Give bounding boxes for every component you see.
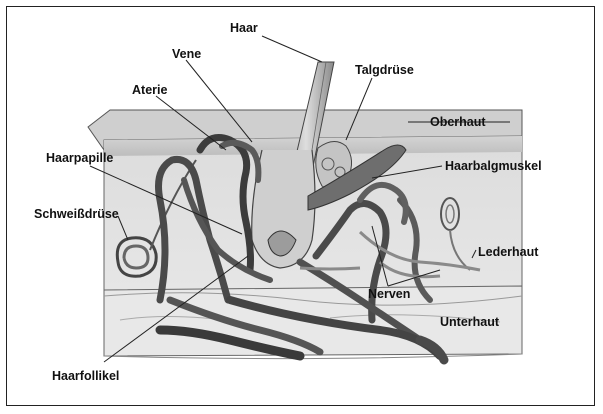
label-aterie: Aterie xyxy=(132,83,167,97)
label-nerven: Nerven xyxy=(368,287,410,301)
label-unterhaut: Unterhaut xyxy=(440,315,500,329)
label-haar: Haar xyxy=(230,21,258,35)
label-haarbalgmuskel: Haarbalgmuskel xyxy=(445,159,542,173)
label-haarpapille: Haarpapille xyxy=(46,151,113,165)
label-oberhaut: Oberhaut xyxy=(430,115,486,129)
label-vene: Vene xyxy=(172,47,201,61)
label-haarfollikel: Haarfollikel xyxy=(52,369,119,383)
label-talgdruese: Talgdrüse xyxy=(355,63,414,77)
label-lederhaut: Lederhaut xyxy=(478,245,539,259)
label-schweissdruese: Schweißdrüse xyxy=(34,207,119,221)
